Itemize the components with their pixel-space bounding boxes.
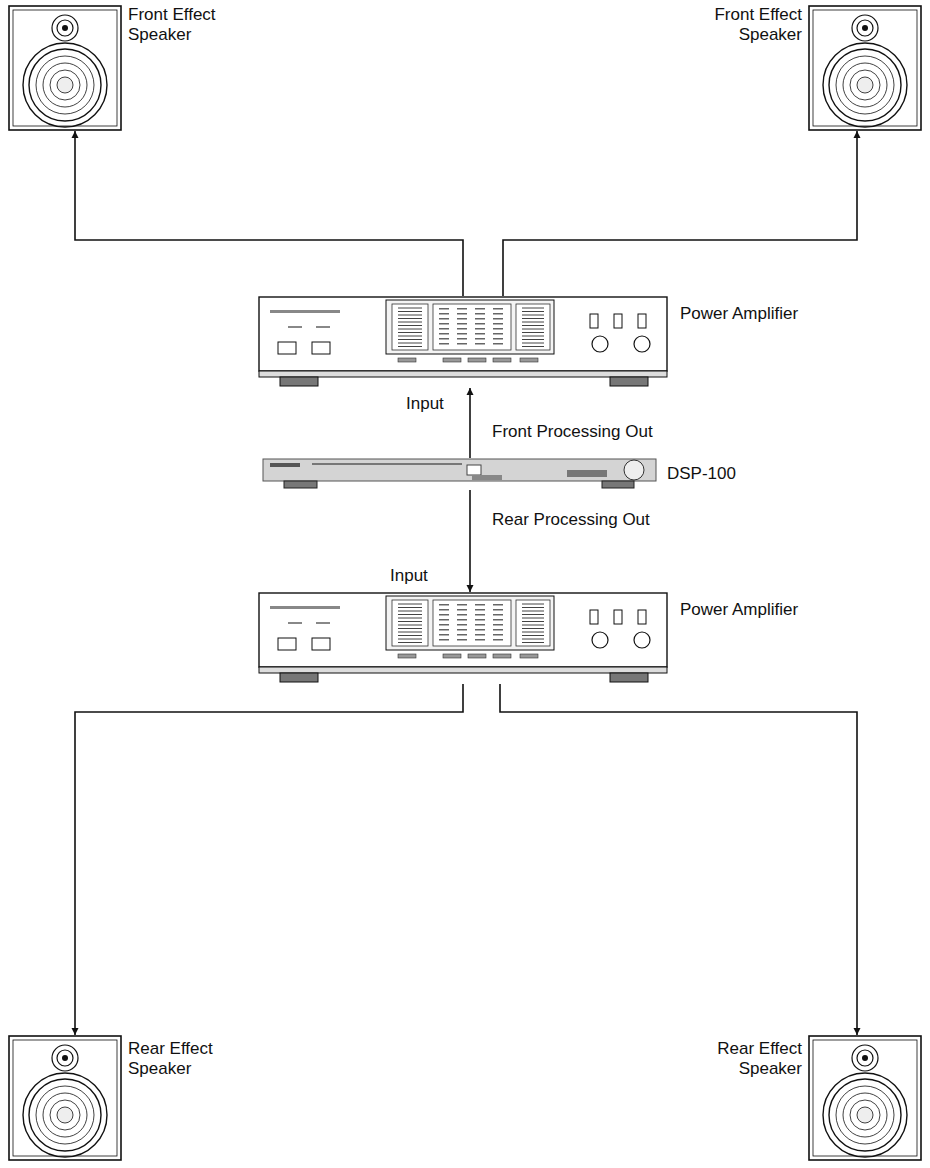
amp-drawing	[259, 297, 667, 386]
speaker-illustration	[8, 5, 122, 131]
speaker-unit: Front Effect Speaker	[680, 5, 922, 131]
unit-label: Front Effect Speaker	[128, 5, 246, 45]
dsp-drawing	[263, 459, 656, 488]
amp-illustration	[258, 296, 668, 388]
signal-connector	[469, 388, 471, 458]
signal-label: Input	[404, 394, 446, 414]
connector-label: Rear Processing Out	[490, 510, 652, 530]
speaker-drawing	[809, 6, 921, 130]
amp-illustration	[258, 592, 668, 684]
connector-label: Front Processing Out	[490, 422, 655, 442]
speaker-drawing	[9, 6, 121, 130]
dsp-illustration	[262, 458, 657, 490]
amplifier-unit: Power Amplifier	[258, 592, 818, 684]
signal-connector	[75, 131, 463, 296]
speaker-unit: Rear Effect Speaker	[8, 1035, 248, 1161]
unit-label: Rear Effect Speaker	[680, 1039, 802, 1079]
signal-connector	[469, 490, 471, 592]
signal-label: Input	[388, 566, 430, 586]
unit-label: Power Amplifier	[680, 304, 798, 324]
unit-label: Power Amplifier	[680, 600, 798, 620]
speaker-illustration	[8, 1035, 122, 1161]
signal-connector	[500, 684, 857, 1035]
processor-unit: DSP-100	[262, 458, 782, 490]
signal-connector	[75, 684, 463, 1035]
amp-drawing	[259, 593, 667, 682]
unit-label: Front Effect Speaker	[680, 5, 802, 45]
unit-label: Rear Effect Speaker	[128, 1039, 246, 1079]
speaker-unit: Rear Effect Speaker	[680, 1035, 922, 1161]
signal-connector	[503, 131, 857, 296]
speaker-illustration	[808, 5, 922, 131]
speaker-drawing	[9, 1036, 121, 1160]
amplifier-unit: Power Amplifier	[258, 296, 818, 388]
unit-label: DSP-100	[667, 464, 736, 484]
speaker-unit: Front Effect Speaker	[8, 5, 248, 131]
speaker-drawing	[809, 1036, 921, 1160]
speaker-illustration	[808, 1035, 922, 1161]
